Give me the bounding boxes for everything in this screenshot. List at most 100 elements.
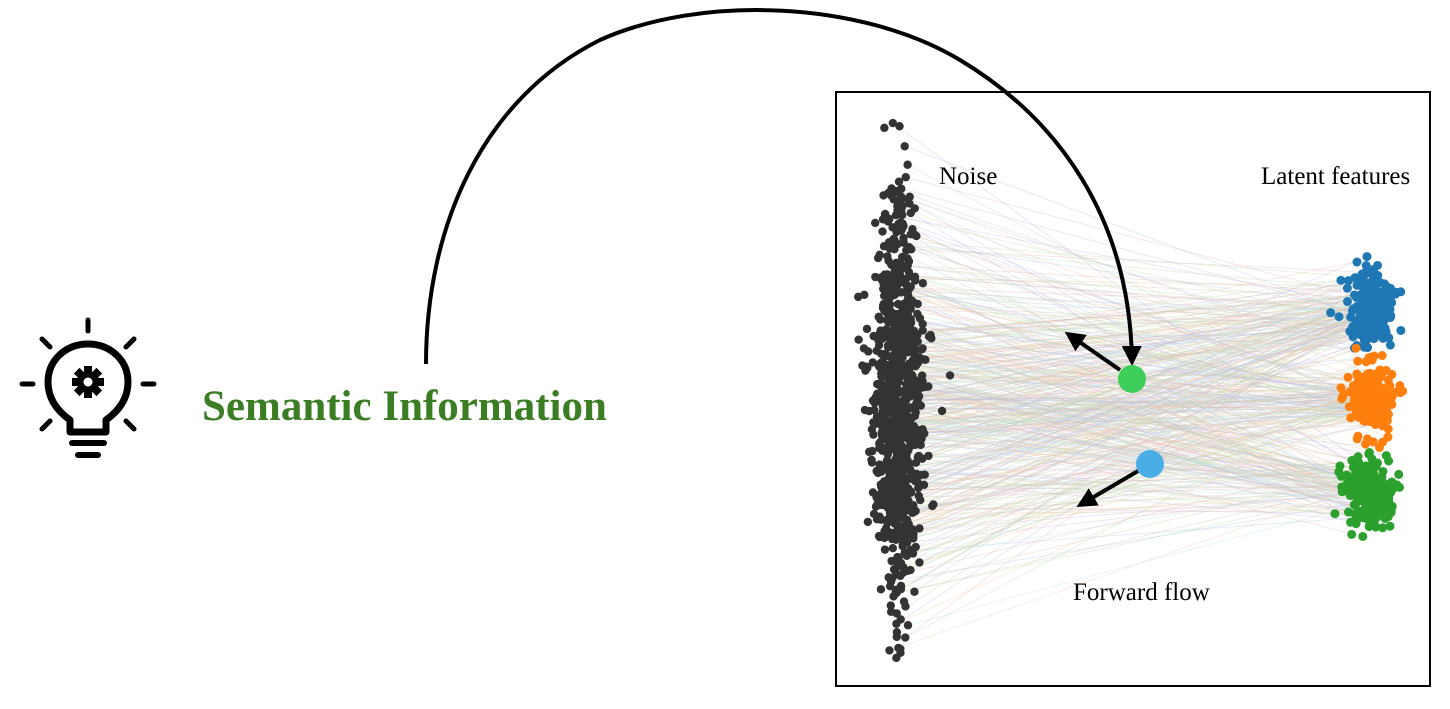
latent-point: [1396, 287, 1405, 296]
latent-point: [1351, 480, 1360, 489]
blue-marker: [1136, 450, 1164, 478]
latent-point: [1381, 324, 1390, 333]
latent-point: [1353, 434, 1362, 443]
noise-point: [904, 567, 912, 575]
noise-point: [904, 329, 912, 337]
noise-point: [904, 461, 912, 469]
noise-point: [886, 379, 894, 387]
latent-point: [1362, 416, 1371, 425]
noise-point: [886, 293, 894, 301]
noise-point: [864, 347, 872, 355]
latent-point: [1353, 357, 1362, 366]
latent-point: [1348, 322, 1357, 331]
latent-point: [1386, 313, 1395, 322]
noise-point: [900, 387, 908, 395]
latent-point: [1394, 470, 1403, 479]
latent-point: [1362, 357, 1371, 366]
latent-point: [1350, 509, 1359, 518]
noise-point: [899, 420, 907, 428]
latent-point: [1382, 451, 1391, 460]
noise-point: [877, 585, 885, 593]
noise-point: [914, 484, 922, 492]
noise-point: [903, 264, 911, 272]
noise-point: [882, 325, 890, 333]
noise-point: [888, 279, 896, 287]
noise-point: [897, 324, 905, 332]
noise-point: [895, 268, 903, 276]
noise-point: [922, 382, 930, 390]
flow-line: [912, 517, 1367, 551]
noise-point: [917, 471, 925, 479]
noise-point: [889, 119, 897, 127]
noise-point: [875, 362, 883, 370]
latent-point: [1361, 480, 1370, 489]
noise-point: [918, 371, 926, 379]
latent-point: [1362, 512, 1371, 521]
noise-point: [867, 456, 875, 464]
noise-point: [872, 502, 880, 510]
latent-point: [1352, 344, 1361, 353]
noise-label: Noise: [939, 163, 997, 191]
noise-point: [929, 500, 937, 508]
noise-point: [924, 452, 932, 460]
noise-point: [897, 206, 905, 214]
noise-point: [892, 425, 900, 433]
noise-point: [900, 142, 908, 150]
latent-point: [1374, 483, 1383, 492]
latent-point: [1384, 424, 1393, 433]
latent-point: [1358, 278, 1367, 287]
noise-point: [905, 346, 913, 354]
noise-point: [881, 502, 889, 510]
noise-point: [893, 555, 901, 563]
latent-point: [1360, 381, 1369, 390]
noise-point: [912, 360, 920, 368]
noise-point: [880, 124, 888, 132]
latent-point: [1374, 508, 1383, 517]
latent-point: [1378, 312, 1387, 321]
noise-point: [916, 496, 924, 504]
green-marker: [1118, 365, 1146, 393]
latent-point: [1365, 448, 1374, 457]
latent-point: [1353, 392, 1362, 401]
latent-point: [1343, 478, 1352, 487]
noise-point: [899, 371, 907, 379]
noise-point: [897, 193, 905, 201]
noise-point: [888, 410, 896, 418]
latent-point: [1349, 305, 1358, 314]
noise-point: [901, 633, 909, 641]
noise-point: [878, 227, 886, 235]
latent-point: [1369, 471, 1378, 480]
latent-point: [1363, 316, 1372, 325]
noise-point: [883, 352, 891, 360]
noise-point: [883, 519, 891, 527]
noise-point: [871, 219, 879, 227]
latent-point: [1335, 312, 1344, 321]
noise-point: [899, 482, 907, 490]
latent-point: [1364, 408, 1373, 417]
noise-point: [906, 473, 914, 481]
noise-point: [915, 524, 923, 532]
latent-point: [1398, 387, 1407, 396]
latent-point: [1362, 252, 1371, 261]
noise-point: [915, 558, 923, 566]
noise-point: [865, 448, 873, 456]
noise-point: [883, 252, 891, 260]
latent-point: [1384, 410, 1393, 419]
noise-point: [903, 161, 911, 169]
latent-point: [1380, 304, 1389, 313]
noise-point: [901, 602, 909, 610]
latent-point: [1392, 480, 1401, 489]
noise-point: [897, 218, 905, 226]
noise-point: [900, 239, 908, 247]
noise-point: [897, 185, 905, 193]
noise-point: [918, 326, 926, 334]
noise-point: [911, 339, 919, 347]
latent-point: [1372, 280, 1381, 289]
noise-point: [864, 518, 872, 526]
noise-point: [919, 279, 927, 287]
latent-point: [1383, 433, 1392, 442]
latent-point: [1359, 494, 1368, 503]
noise-point: [899, 540, 907, 548]
latent-point: [1336, 383, 1345, 392]
